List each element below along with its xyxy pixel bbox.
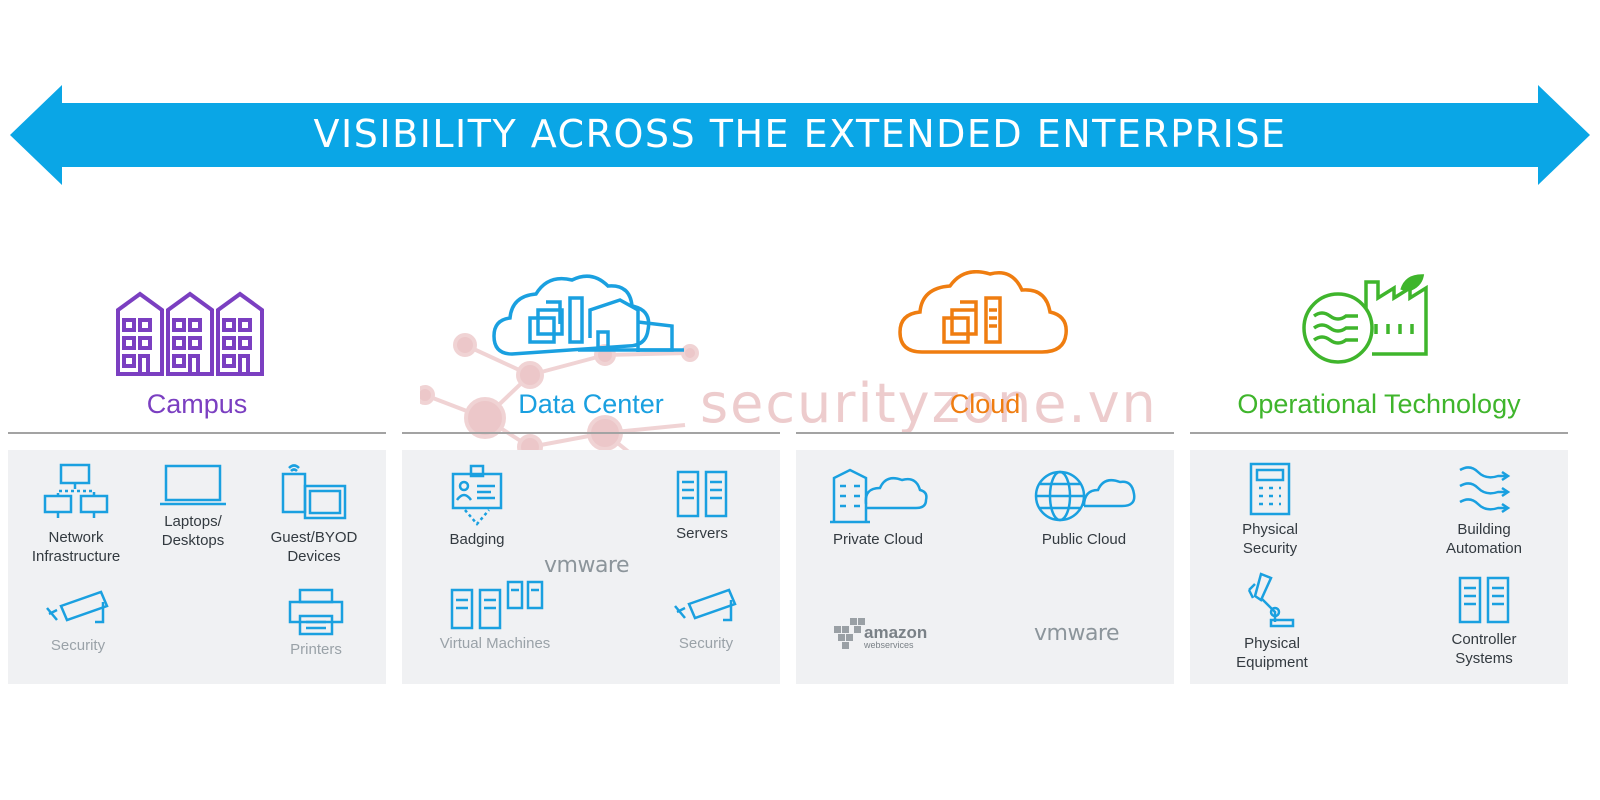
item-public-cloud: Public Cloud bbox=[1024, 464, 1144, 549]
item-label: Private Cloud bbox=[832, 531, 924, 548]
item-security: Security bbox=[28, 588, 128, 655]
item-label: Network Infrastructure bbox=[31, 529, 121, 565]
column-operational-technology: Operational Technology Physical Security… bbox=[1190, 250, 1568, 690]
items-panel: Physical Security Building Automation Ph… bbox=[1190, 450, 1568, 684]
column-title: Operational Technology bbox=[1237, 389, 1521, 419]
item-network-infrastructure: Network Infrastructure bbox=[16, 462, 136, 566]
title-banner: VISIBILITY ACROSS THE EXTENDED ENTERPRIS… bbox=[0, 80, 1600, 190]
divider bbox=[1190, 432, 1568, 434]
svg-text:vmware: vmware bbox=[1034, 621, 1119, 646]
item-label: Physical Equipment bbox=[1236, 635, 1308, 671]
svg-text:amazon: amazon bbox=[864, 623, 927, 642]
network-icon bbox=[43, 463, 109, 518]
item-security: Security bbox=[656, 586, 756, 653]
item-building-automation: Building Automation bbox=[1426, 462, 1542, 558]
data-center-cloud-icon bbox=[492, 274, 684, 356]
item-controller-systems: Controller Systems bbox=[1430, 576, 1538, 668]
public-cloud-icon bbox=[1034, 470, 1136, 522]
badge-icon bbox=[451, 464, 503, 526]
item-label: Public Cloud bbox=[1041, 531, 1127, 548]
item-label: Security bbox=[50, 637, 106, 654]
divider bbox=[402, 432, 780, 434]
vmware-logo: vmware bbox=[544, 553, 630, 578]
divider bbox=[8, 432, 386, 434]
item-label: Guest/BYOD Devices bbox=[270, 529, 358, 565]
item-label: Printers bbox=[290, 641, 342, 658]
svg-text:vmware: vmware bbox=[544, 553, 629, 578]
security-camera-icon bbox=[674, 588, 737, 622]
laptop-icon bbox=[160, 464, 226, 506]
security-camera-icon bbox=[46, 590, 109, 624]
item-physical-security: Physical Security bbox=[1220, 462, 1320, 558]
robotic-arm-icon bbox=[1247, 572, 1295, 628]
column-title: Campus bbox=[146, 389, 248, 419]
servers-icon bbox=[676, 470, 728, 518]
column-title: Data Center bbox=[518, 389, 664, 419]
item-label: Controller Systems bbox=[1451, 631, 1517, 667]
item-servers: Servers bbox=[652, 470, 752, 543]
item-label: Building Automation bbox=[1446, 521, 1522, 557]
double-arrow-shape bbox=[10, 85, 1590, 185]
factory-icon bbox=[1302, 274, 1428, 364]
item-guest-byod-devices: Guest/BYOD Devices bbox=[258, 462, 370, 566]
item-printers: Printers bbox=[266, 588, 366, 659]
item-label: Laptops/ Desktops bbox=[161, 513, 225, 549]
column-campus: Campus Network Infrastructure Laptops/ D… bbox=[8, 250, 386, 690]
private-cloud-icon bbox=[830, 468, 928, 524]
item-label: Physical Security bbox=[1242, 521, 1298, 557]
divider bbox=[796, 432, 1174, 434]
banner-title: VISIBILITY ACROSS THE EXTENDED ENTERPRIS… bbox=[313, 112, 1287, 156]
items-panel: Badging Servers vmware Virtual Ma bbox=[402, 450, 780, 684]
watermark-text: securityzone.vn bbox=[700, 372, 1158, 435]
virtual-machines-icon bbox=[450, 580, 544, 630]
items-panel: Private Cloud Public Cloud amazon webser… bbox=[796, 450, 1174, 684]
item-label: Servers bbox=[676, 525, 728, 542]
item-label: Security bbox=[678, 635, 734, 652]
item-private-cloud: Private Cloud bbox=[818, 464, 938, 549]
column-cloud: Cloud Private Cloud Public Cloud bbox=[796, 250, 1174, 690]
campus-buildings-icon bbox=[116, 291, 264, 376]
amazon-web-services-logo: amazon webservices bbox=[834, 618, 927, 650]
controller-servers-icon bbox=[1458, 576, 1510, 624]
item-laptops-desktops: Laptops/ Desktops bbox=[138, 462, 248, 550]
item-label: Badging bbox=[449, 531, 505, 548]
column-data-center: Data Center Badging Servers vmwa bbox=[402, 250, 780, 690]
cloud-icon bbox=[898, 270, 1068, 354]
item-physical-equipment: Physical Equipment bbox=[1220, 570, 1324, 672]
printer-icon bbox=[288, 588, 344, 636]
item-badging: Badging bbox=[422, 464, 532, 549]
keypad-icon bbox=[1249, 462, 1291, 516]
airflow-icon bbox=[1459, 466, 1511, 514]
item-label: Virtual Machines bbox=[439, 635, 551, 652]
svg-text:webservices: webservices bbox=[863, 640, 914, 650]
mobile-devices-icon bbox=[281, 464, 347, 520]
item-virtual-machines: Virtual Machines bbox=[420, 580, 570, 653]
vmware-logo: vmware bbox=[1034, 621, 1120, 646]
column-title: Cloud bbox=[949, 389, 1021, 419]
items-panel: Network Infrastructure Laptops/ Desktops… bbox=[8, 450, 386, 684]
